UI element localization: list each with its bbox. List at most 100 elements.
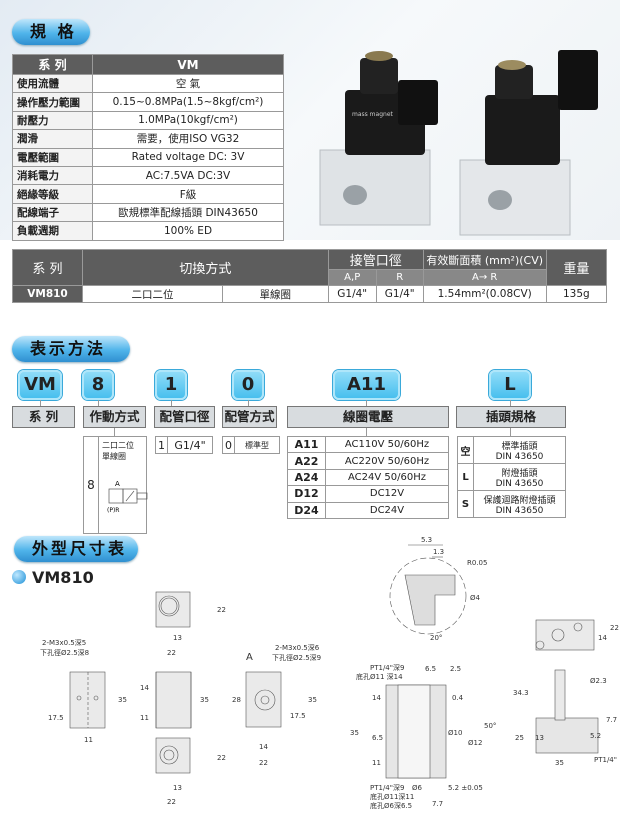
dim-label: 35	[118, 696, 127, 704]
valve-symbol-icon: A (P)R	[107, 480, 148, 514]
plug-desc: 附燈插頭	[501, 468, 538, 479]
dim-label: A	[246, 652, 253, 663]
header-port: 接管口徑	[327, 249, 424, 270]
voltage-code: D24	[287, 501, 326, 519]
model-table: 系 列 切換方式 接管口徑 有效斷面積 (mm²)(CV) 重量 A,P R A…	[12, 249, 608, 303]
spec-value: 100% ED	[92, 221, 284, 241]
dim-label: 2-M3x0.5深5	[42, 638, 86, 647]
plug-std: DIN 43650	[495, 505, 544, 516]
connector-line	[248, 400, 249, 406]
voltage-value: AC220V 50/60Hz	[325, 452, 449, 470]
section-title-dimensions: 外型尺寸表	[14, 536, 138, 562]
row-coil: 單線圈	[221, 285, 329, 303]
dim-label: 底孔Ø6深6.5	[370, 801, 412, 810]
voltage-code: D12	[287, 485, 326, 503]
spec-value: 需要，使用ISO VG32	[92, 129, 284, 149]
dim-label: 7.7	[432, 800, 443, 808]
spec-header-series: 系 列	[12, 54, 93, 75]
label-action: 作動方式	[83, 406, 146, 428]
header-switch: 切換方式	[82, 249, 329, 286]
connector-line	[510, 428, 511, 436]
code-piping: 0	[232, 370, 264, 400]
dim-label: Ø2.3	[590, 677, 607, 685]
dim-label: 35	[308, 696, 317, 704]
dim-label: 14	[372, 694, 381, 702]
brand-text: mass magnet	[352, 111, 394, 118]
voltage-code: A11	[287, 435, 326, 454]
action-desc1: 二口二位	[102, 441, 134, 450]
port-option-value: G1/4"	[167, 436, 213, 454]
spec-label: 耐壓力	[12, 110, 93, 131]
dim-label: 13	[535, 734, 544, 742]
label-series: 系 列	[12, 406, 75, 428]
dim-label: 20°	[430, 634, 442, 642]
dim-label: 2-M3x0.5深6	[275, 643, 320, 652]
symbol-port-pr: (P)R	[107, 507, 119, 514]
plug-desc: 保護迴路附燈插頭	[483, 495, 556, 506]
dim-label: 5.2 ±0.05	[448, 784, 483, 792]
dim-label: 11	[84, 736, 93, 744]
dim-label: 17.5	[290, 712, 306, 720]
dim-label: 25	[515, 734, 524, 742]
bullet-icon	[12, 570, 26, 584]
dim-label: 底孔Ø11 深14	[356, 672, 403, 681]
dim-label: PT1/4"深9	[370, 663, 404, 672]
dim-label: 35	[350, 729, 359, 737]
spec-header-model: VM	[92, 54, 284, 75]
row-weight: 135g	[545, 285, 608, 303]
spec-label: 負載週期	[12, 221, 93, 241]
dim-label: 下孔徑Ø2.5深8	[40, 648, 89, 657]
spec-value: 0.15~0.8MPa(1.5~8kgf/cm²)	[92, 92, 284, 112]
row-ap: G1/4"	[327, 285, 377, 303]
plug-code: L	[457, 463, 474, 491]
voltage-code: A24	[287, 468, 326, 487]
label-port: 配管口徑	[154, 406, 215, 428]
plug-code: 空	[457, 436, 474, 464]
dim-label: 13	[173, 784, 182, 792]
connector-line	[40, 400, 41, 406]
spec-value: F級	[92, 184, 284, 204]
sub-r: R	[375, 269, 424, 286]
label-plug: 插頭規格	[456, 406, 566, 428]
dim-label: 11	[372, 759, 381, 767]
row-r: G1/4"	[375, 285, 424, 303]
plug-code: S	[457, 490, 474, 518]
voltage-value: AC24V 50/60Hz	[325, 468, 449, 487]
product-photo: mass magnet	[319, 50, 598, 236]
code-port: 1	[155, 370, 187, 400]
dim-label: 35	[555, 759, 564, 767]
symbol-port-a: A	[115, 480, 120, 488]
dim-label: 17.5	[48, 714, 64, 722]
code-action: 8	[82, 370, 114, 400]
label-piping: 配管方式	[222, 406, 277, 428]
spec-value: AC:7.5VA DC:3V	[92, 165, 284, 186]
piping-option-code: 0	[222, 436, 235, 454]
spec-value: Rated voltage DC: 3V	[92, 147, 284, 167]
code-series: VM	[18, 370, 62, 400]
dim-label: 底孔Ø11深11	[370, 792, 414, 801]
dim-label: 5.2	[590, 732, 601, 740]
spec-label: 潤滑	[12, 129, 93, 149]
spec-value: 1.0MPa(10kgf/cm²)	[92, 110, 284, 131]
dimension-drawings: 22 13 22 2-M3x0.5深5 下孔徑Ø2.5深8 35 17.5 11…	[40, 536, 619, 810]
sub-ar: A→ R	[422, 269, 547, 286]
dim-label: 14	[140, 684, 149, 692]
action-desc2: 單線圈	[102, 452, 126, 461]
connector-line	[366, 428, 367, 436]
dim-label: 13	[173, 634, 182, 642]
header-weight: 重量	[545, 249, 608, 286]
action-code: 8	[84, 437, 99, 533]
spec-label: 使用流體	[12, 73, 93, 94]
section-title-ordering: 表示方法	[12, 336, 130, 362]
code-voltage: A11	[333, 370, 400, 400]
dim-label: 11	[140, 714, 149, 722]
dim-label: 0.4	[452, 694, 464, 702]
dim-label: 22	[167, 649, 176, 657]
connector-line	[510, 400, 511, 406]
voltage-code: A22	[287, 452, 326, 470]
dim-label: 50°	[484, 722, 496, 730]
dim-label: Ø12	[468, 739, 482, 747]
connector-line	[366, 400, 367, 406]
